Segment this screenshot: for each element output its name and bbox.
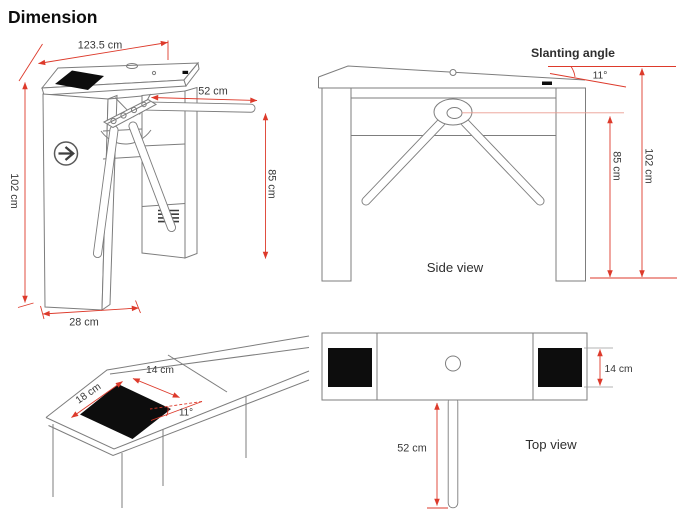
dim-panel-angle: 11°: [179, 408, 193, 419]
slanting-angle-label: Slanting angle: [531, 46, 615, 60]
card-reader-panel: [55, 70, 104, 90]
direction-arrow-icon: [58, 146, 75, 161]
hub-side: [433, 98, 473, 126]
dim-reader-width-top: 14 cm: [605, 364, 633, 375]
hub-top: [445, 355, 461, 372]
side-view: Slanting angle 11° 85 cm 102 cm Side vie…: [318, 46, 677, 282]
tripod-hub: [102, 98, 157, 129]
dim-overall-width: 123.5 cm: [78, 40, 122, 52]
card-reader-left: [328, 348, 372, 387]
front-view: 123.5 cm 102 cm 28 cm 52 cm 85 cm: [8, 40, 278, 329]
slanting-angle-value: 11°: [593, 71, 608, 82]
side-view-caption: Side view: [427, 260, 484, 275]
page-title: Dimension: [8, 7, 97, 27]
dim-height-side: 102 cm: [643, 148, 655, 183]
dim-arm-length-top: 52 cm: [397, 443, 426, 455]
dim-arm-height-front: 85 cm: [266, 169, 278, 198]
dim-depth: 28 cm: [69, 317, 98, 329]
detail-view: 18 cm 14 cm 11°: [45, 335, 310, 508]
dim-arm-height-side: 85 cm: [611, 151, 623, 180]
dim-arm-length-front: 52 cm: [198, 86, 227, 98]
dim-overall-height: 102 cm: [8, 173, 20, 208]
tripod-arms: [93, 101, 256, 258]
top-view: 52 cm 14 cm Top view: [321, 332, 633, 509]
top-view-caption: Top view: [525, 437, 577, 452]
dim-panel-width: 14 cm: [146, 365, 174, 376]
tripod-arms-side: [361, 118, 545, 206]
direction-sign: [53, 141, 79, 166]
card-reader-right: [538, 348, 582, 387]
